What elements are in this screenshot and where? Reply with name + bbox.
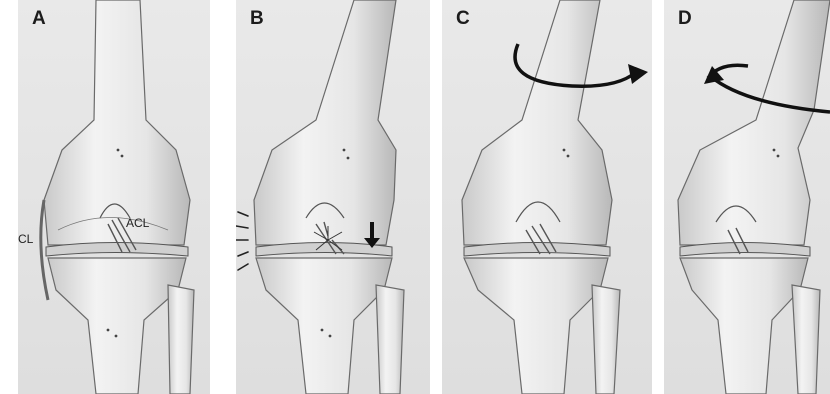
panel-label-c: C <box>456 8 470 30</box>
mcl-label: MCL <box>18 232 33 246</box>
knee-illustration-b <box>236 0 430 394</box>
acl-label: ACL <box>126 216 149 230</box>
panel-d: D <box>664 0 830 394</box>
panel-label-d: D <box>678 8 692 30</box>
knee-illustration-a <box>18 0 210 394</box>
panel-label-b: B <box>250 8 264 30</box>
panel-a: A MCL ACL <box>18 0 210 394</box>
panel-label-a: A <box>32 8 46 30</box>
knee-illustration-c <box>442 0 652 394</box>
panel-b: B <box>236 0 430 394</box>
knee-illustration-d <box>664 0 830 394</box>
panel-c: C <box>442 0 652 394</box>
